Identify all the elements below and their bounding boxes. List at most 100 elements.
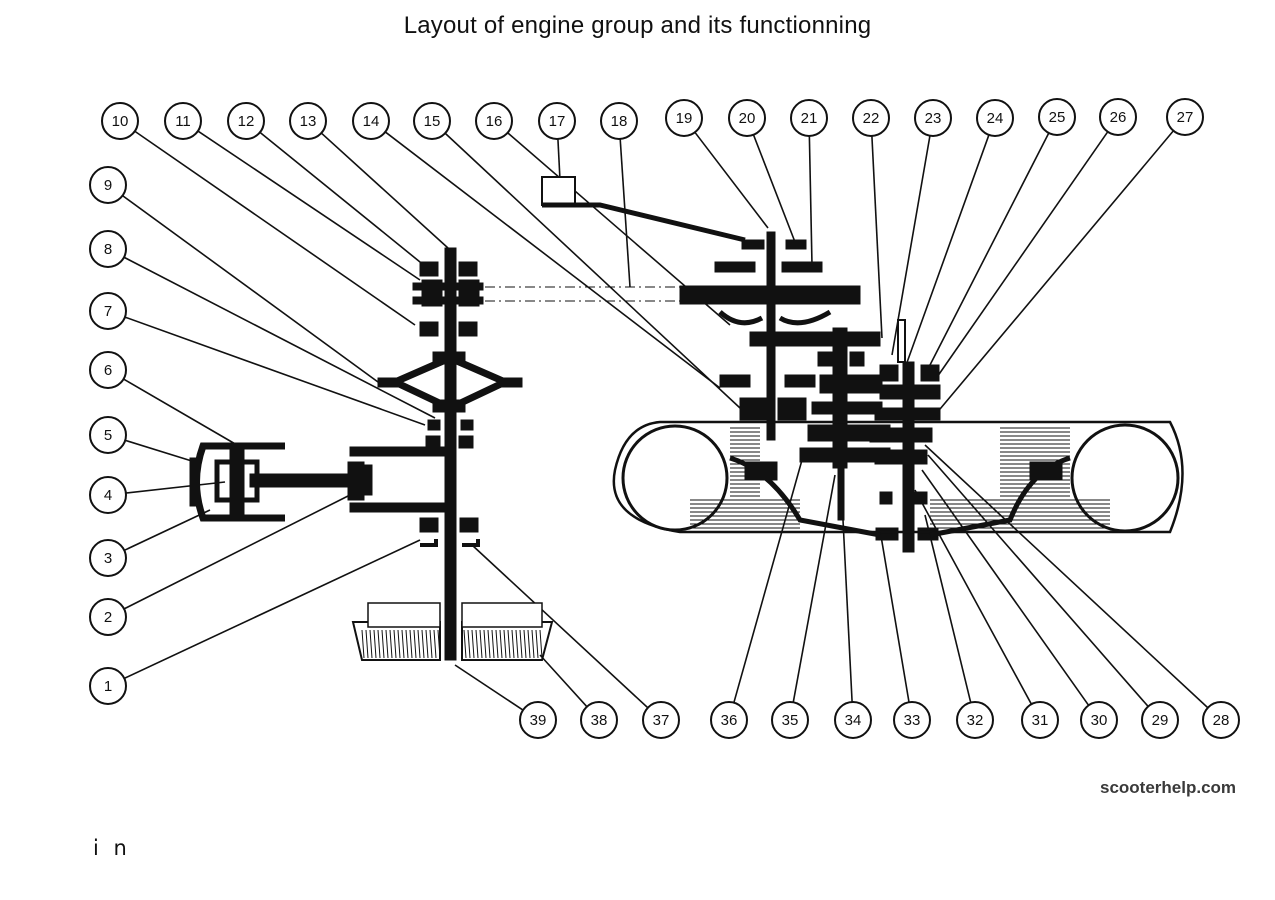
callout-32: 32 bbox=[956, 701, 994, 739]
gearbox-assembly bbox=[541, 176, 1184, 553]
callout-circle bbox=[956, 701, 994, 739]
callout-circle bbox=[893, 701, 931, 739]
callout-9: 9 bbox=[89, 166, 127, 204]
callout-26: 26 bbox=[1099, 98, 1137, 136]
callout-circle bbox=[665, 99, 703, 137]
callout-number: 26 bbox=[1110, 109, 1127, 126]
callout-number: 24 bbox=[987, 110, 1004, 127]
callout-number: 20 bbox=[739, 110, 756, 127]
leader-line-6 bbox=[123, 378, 238, 446]
diagram-title: Layout of engine group and its functionn… bbox=[403, 12, 872, 39]
leader-lines bbox=[122, 130, 1209, 711]
callout-30: 30 bbox=[1080, 701, 1118, 739]
leader-line-8 bbox=[123, 256, 436, 419]
leader-line-35 bbox=[792, 474, 836, 703]
leader-line-22 bbox=[871, 135, 883, 339]
callout-37: 37 bbox=[642, 701, 680, 739]
leader-line-11 bbox=[197, 130, 421, 281]
callout-11: 11 bbox=[164, 102, 202, 140]
callout-circle bbox=[1202, 701, 1240, 739]
callout-number: 15 bbox=[424, 113, 441, 130]
callout-circle bbox=[89, 667, 127, 705]
leader-line-15 bbox=[444, 132, 741, 409]
callout-39: 39 bbox=[519, 701, 557, 739]
callout-circle bbox=[89, 598, 127, 636]
callout-circle bbox=[164, 102, 202, 140]
callout-circle bbox=[642, 701, 680, 739]
callout-16: 16 bbox=[475, 102, 513, 140]
callout-circle bbox=[89, 166, 127, 204]
leader-line-17 bbox=[557, 138, 561, 181]
leader-line-9 bbox=[122, 194, 379, 383]
leader-line-1 bbox=[123, 539, 421, 680]
callout-circle bbox=[519, 701, 557, 739]
callout-21: 21 bbox=[790, 99, 828, 137]
bearing-upper-right bbox=[458, 261, 478, 277]
callout-23: 23 bbox=[914, 99, 952, 137]
leader-line-34 bbox=[841, 499, 853, 703]
callout-3: 3 bbox=[89, 539, 127, 577]
leader-line-21 bbox=[808, 135, 813, 266]
callout-circle bbox=[1080, 701, 1118, 739]
leader-line-26 bbox=[934, 131, 1109, 381]
callout-circle bbox=[852, 99, 890, 137]
callout-circle bbox=[289, 102, 327, 140]
leader-line-4 bbox=[125, 481, 226, 494]
callout-circle bbox=[790, 99, 828, 137]
callout-19: 19 bbox=[665, 99, 703, 137]
callout-35: 35 bbox=[771, 701, 809, 739]
callout-number: 8 bbox=[104, 241, 112, 258]
leader-line-5 bbox=[124, 439, 196, 463]
callout-number: 4 bbox=[104, 487, 112, 504]
callout-28: 28 bbox=[1202, 701, 1240, 739]
callout-2: 2 bbox=[89, 598, 127, 636]
callout-circle bbox=[1166, 98, 1204, 136]
callout-circle bbox=[976, 99, 1014, 137]
leader-line-19 bbox=[694, 131, 769, 229]
leader-line-38 bbox=[539, 654, 588, 708]
callout-number: 21 bbox=[801, 110, 818, 127]
callout-17: 17 bbox=[538, 102, 576, 140]
callout-7: 7 bbox=[89, 292, 127, 330]
callout-34: 34 bbox=[834, 701, 872, 739]
callout-number: 35 bbox=[782, 712, 799, 729]
callout-circle bbox=[914, 99, 952, 137]
callout-circle bbox=[89, 292, 127, 330]
callout-circle bbox=[227, 102, 265, 140]
callout-number: 3 bbox=[104, 550, 112, 567]
callout-number: 18 bbox=[611, 113, 628, 130]
callout-circle bbox=[580, 701, 618, 739]
callout-circle bbox=[1021, 701, 1059, 739]
callout-10: 10 bbox=[101, 102, 139, 140]
callout-number: 23 bbox=[925, 110, 942, 127]
callout-number: 19 bbox=[676, 110, 693, 127]
callout-number: 1 bbox=[104, 678, 112, 695]
callout-4: 4 bbox=[89, 476, 127, 514]
callout-circle bbox=[89, 351, 127, 389]
callout-8: 8 bbox=[89, 230, 127, 268]
leader-line-23 bbox=[891, 135, 931, 356]
callout-number: 39 bbox=[530, 712, 547, 729]
callout-circle bbox=[600, 102, 638, 140]
callout-circle bbox=[1038, 98, 1076, 136]
callout-number: 17 bbox=[549, 113, 566, 130]
callout-22: 22 bbox=[852, 99, 890, 137]
callout-31: 31 bbox=[1021, 701, 1059, 739]
callout-circle bbox=[710, 701, 748, 739]
leader-line-29 bbox=[927, 454, 1149, 707]
callout-25: 25 bbox=[1038, 98, 1076, 136]
flywheel-fins bbox=[361, 629, 543, 659]
callout-14: 14 bbox=[352, 102, 390, 140]
callout-number: 34 bbox=[845, 712, 862, 729]
callout-number: 33 bbox=[904, 712, 921, 729]
leader-line-10 bbox=[134, 130, 416, 326]
leader-line-27 bbox=[934, 130, 1175, 416]
callout-number: 31 bbox=[1032, 712, 1049, 729]
callout-circle bbox=[89, 416, 127, 454]
callout-circle bbox=[1099, 98, 1137, 136]
callout-1: 1 bbox=[89, 667, 127, 705]
callout-number: 38 bbox=[591, 712, 608, 729]
leader-line-39 bbox=[454, 664, 524, 711]
bearing-upper-left bbox=[419, 261, 439, 277]
